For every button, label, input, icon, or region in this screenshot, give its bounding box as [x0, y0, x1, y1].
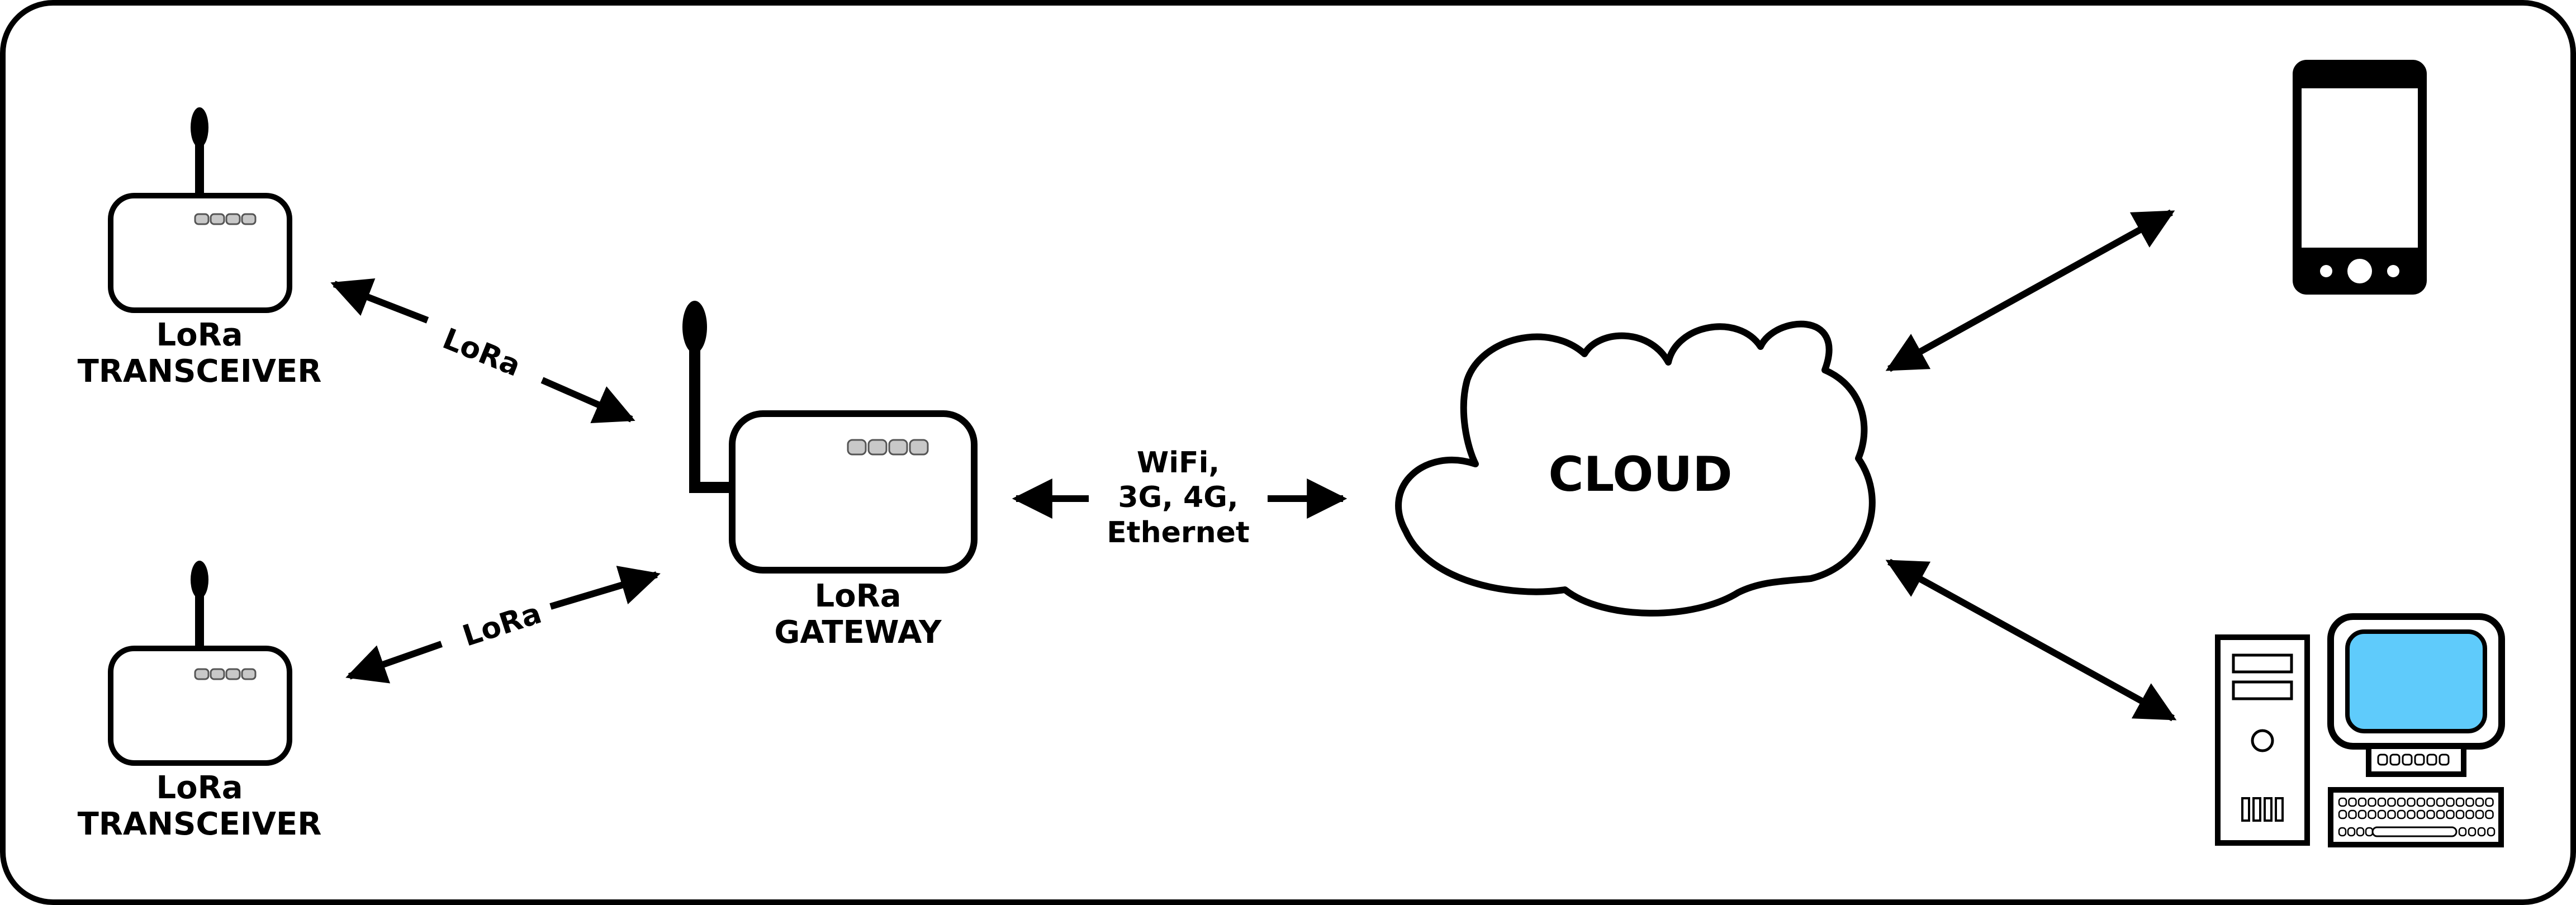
transceiver-bottom-label-line1: LoRa	[156, 770, 243, 806]
keyboard-key	[2416, 797, 2426, 807]
keyboard-key	[2365, 827, 2374, 837]
keyboard-key	[2468, 827, 2477, 837]
gateway: LoRa GATEWAY	[682, 301, 978, 651]
keyboard-key	[2407, 809, 2416, 819]
keyboard-key	[2475, 797, 2484, 807]
keyboard-key	[2407, 797, 2416, 807]
gateway-label-line1: LoRa	[814, 578, 901, 614]
keyboard-key	[2357, 797, 2367, 807]
desktop-computer-icon	[2215, 613, 2505, 847]
transceiver-top-label-line1: LoRa	[156, 317, 243, 353]
keyboard-key	[2446, 797, 2455, 807]
transceiver-bottom-label-line2: TRANSCEIVER	[78, 806, 322, 842]
keyboard-key	[2338, 827, 2347, 837]
backhaul-label-line3: Ethernet	[1107, 516, 1249, 549]
keyboard-key	[2348, 809, 2357, 819]
smartphone-icon	[2293, 60, 2427, 295]
keyboard-key	[2397, 797, 2406, 807]
cloud-computer-link	[1885, 558, 2177, 722]
backhaul-label-line2: 3G, 4G,	[1118, 481, 1238, 514]
keyboard-key	[2465, 797, 2474, 807]
keyboard-key	[2465, 809, 2474, 819]
keyboard-key	[2356, 827, 2365, 837]
radio-transceiver-icon	[108, 107, 292, 313]
keyboard-key	[2416, 809, 2426, 819]
keyboard-key	[2338, 797, 2347, 807]
keyboard-key	[2458, 827, 2467, 837]
radio-transceiver-icon	[108, 561, 292, 766]
transceiver-top-label-line2: TRANSCEIVER	[78, 353, 322, 390]
backhaul-link: WiFi, 3G, 4G, Ethernet	[1012, 446, 1348, 549]
keyboard-key	[2485, 797, 2494, 807]
backhaul-label-line1: WiFi,	[1137, 446, 1220, 480]
keyboard-key	[2357, 809, 2367, 819]
cloud: CLOUD	[1395, 320, 1876, 617]
cloud-phone-link	[1885, 209, 2175, 372]
keyboard-key	[2377, 797, 2387, 807]
gateway-router-icon	[682, 301, 978, 574]
keyboard-key	[2397, 809, 2406, 819]
keyboard-key	[2485, 809, 2494, 819]
keyboard-key	[2487, 827, 2496, 837]
keyboard-key	[2348, 797, 2357, 807]
keyboard-key	[2387, 797, 2396, 807]
keyboard-key	[2477, 827, 2486, 837]
keyboard-key	[2475, 809, 2484, 819]
transceiver-top: LoRa TRANSCEIVER	[78, 107, 322, 390]
keyboard-key	[2446, 809, 2455, 819]
keyboard-key	[2426, 797, 2435, 807]
keyboard-key	[2436, 809, 2445, 819]
cloud-label: CLOUD	[1548, 447, 1732, 503]
keyboard-key	[2368, 797, 2376, 807]
transceiver-bottom: LoRa TRANSCEIVER	[78, 561, 322, 842]
keyboard-key	[2436, 797, 2445, 807]
cloud-icon	[1395, 320, 1876, 617]
keyboard-key	[2338, 809, 2347, 819]
keyboard-key	[2347, 827, 2356, 837]
keyboard-key	[2387, 809, 2396, 819]
keyboard-key	[2455, 797, 2465, 807]
gateway-label-line2: GATEWAY	[774, 614, 942, 651]
keyboard-key	[2377, 809, 2387, 819]
keyboard-key	[2455, 809, 2465, 819]
keyboard-key	[2426, 809, 2435, 819]
keyboard-key	[2368, 809, 2376, 819]
